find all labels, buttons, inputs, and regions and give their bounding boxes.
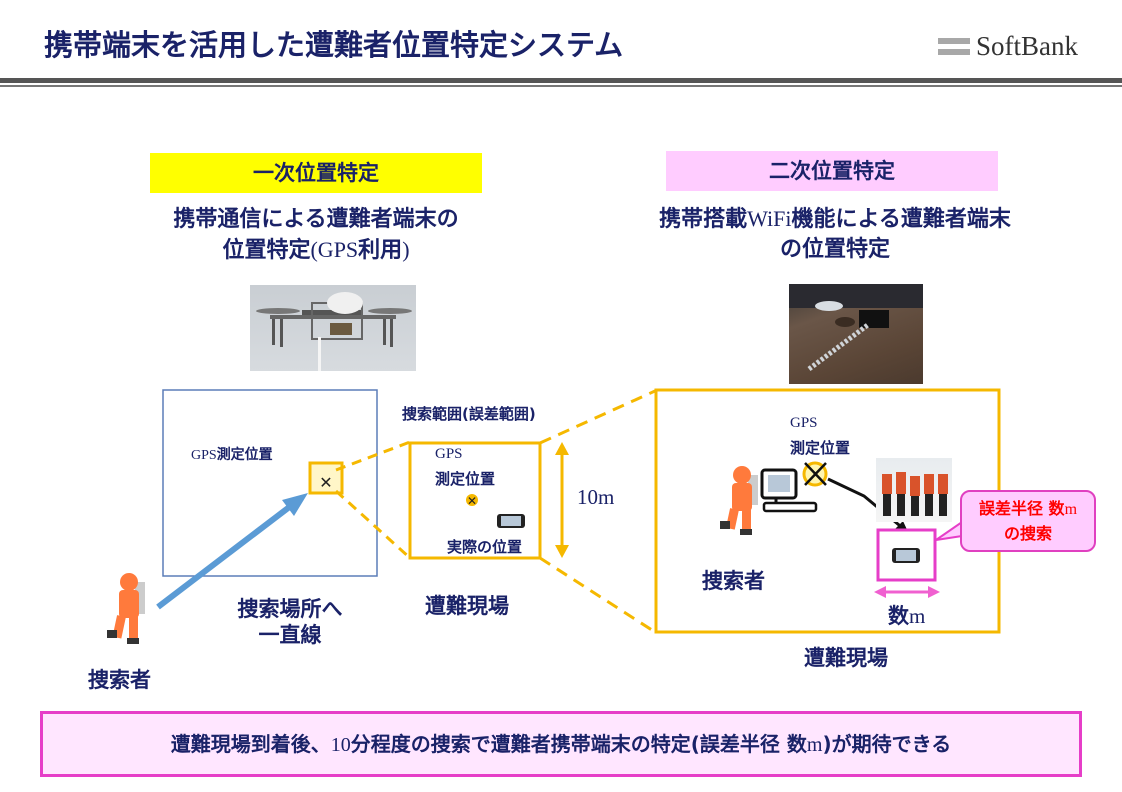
drone-photo [250, 285, 416, 371]
header-divider-thin [0, 85, 1122, 87]
subtitle-text-wifi: WiFi [747, 206, 792, 231]
searcher-figure [107, 573, 145, 644]
direct-route-arrow [156, 502, 294, 610]
subtitle-text-gps: (GPS [310, 237, 359, 262]
gps-position-label: GPS測定位置 [191, 444, 273, 464]
site-label: 遭難現場 [425, 594, 509, 618]
callout-line: の捜索 [1003, 524, 1052, 543]
summary-text: 遭難現場到着後、 [170, 732, 331, 756]
secondary-subtitle-line2: の位置特定 [779, 237, 890, 262]
zoom-gps-label: 測定位置 [435, 470, 496, 488]
x-mark-icon: ✕ [319, 473, 332, 492]
projection-line [334, 489, 412, 560]
projection-line [539, 556, 656, 634]
page-title: 携帯端末を活用した遭難者位置特定システム [44, 28, 624, 62]
primary-subtitle-line1: 携帯通信による遭難者端末の [173, 207, 459, 232]
searcher-label: 捜索者 [702, 569, 765, 593]
header-divider [0, 78, 1122, 83]
secondary-subtitle: 携帯搭載WiFi機能による遭難者端末 の位置特定 [610, 204, 1060, 265]
subtitle-text: 携帯搭載 [659, 207, 748, 232]
secondary-subtitle-line1: 携帯搭載WiFi機能による遭難者端末 [610, 204, 1060, 235]
summary-banner: 遭難現場到着後、10分程度の捜索で遭難者携帯端末の特定(誤差半径 数m)が期待で… [40, 711, 1082, 777]
callout-text: 誤差半径 数 [978, 499, 1065, 518]
secondary-gps-label: 測定位置 [790, 439, 851, 457]
error-radius-callout: 誤差半径 数m の捜索 [960, 490, 1096, 552]
softbank-logo: SoftBank [938, 30, 1078, 62]
rescue-team-photo [876, 458, 952, 522]
caption-line: 一直線 [258, 623, 322, 647]
search-range-box [408, 441, 542, 560]
width-text: m [909, 604, 926, 628]
actual-position-label: 実際の位置 [447, 538, 523, 556]
gps-point-icon [466, 494, 478, 506]
projection-line [335, 440, 411, 472]
subtitle-text: ) [402, 237, 410, 262]
width-label: 数m [888, 600, 925, 630]
gps-text: 測定位置 [216, 447, 273, 463]
primary-subtitle-line2: 位置特定(GPS利用) [130, 235, 502, 266]
search-area-box [162, 389, 378, 577]
subtitle-text: 機能による遭難者端末 [791, 207, 1011, 232]
range-size-label: 10m [577, 485, 615, 509]
zoom-gps-label: GPS [435, 446, 463, 462]
caption-line: 捜索場所へ [237, 597, 343, 621]
subtitle-text: 位置特定 [222, 238, 311, 263]
gps-text: GPS [191, 448, 217, 463]
summary-text: )が期待できる [822, 732, 952, 756]
summary-text: m [806, 734, 823, 756]
secondary-label: 二次位置特定 [666, 151, 998, 191]
subtitle-text: 利用 [358, 238, 403, 263]
width-text: 数 [888, 604, 909, 628]
callout-text: m [1064, 501, 1078, 518]
svg-text:✕: ✕ [467, 494, 477, 508]
searcher-label: 捜索者 [88, 668, 151, 692]
logo-bars-icon [938, 37, 970, 55]
site-label: 遭難現場 [804, 646, 888, 670]
summary-text: 分程度の捜索で遭難者携帯端末の特定(誤差半径 数 [350, 732, 807, 756]
wifi-antenna-photo [789, 284, 923, 384]
gps-marker-box [308, 461, 344, 495]
searcher-figure [720, 466, 758, 535]
summary-text: 10 [330, 734, 351, 756]
logo-text: SoftBank [976, 30, 1079, 61]
callout-line: 誤差半径 数m [962, 497, 1094, 522]
direct-route-caption: 捜索場所へ 一直線 [210, 596, 370, 648]
terminal-icon [760, 468, 818, 513]
primary-label: 一次位置特定 [150, 153, 482, 193]
primary-subtitle: 携帯通信による遭難者端末の 位置特定(GPS利用) [130, 205, 502, 266]
secondary-gps-label: GPS [790, 415, 818, 431]
search-range-label: 捜索範囲(誤差範囲) [402, 405, 536, 423]
projection-line [539, 389, 656, 445]
